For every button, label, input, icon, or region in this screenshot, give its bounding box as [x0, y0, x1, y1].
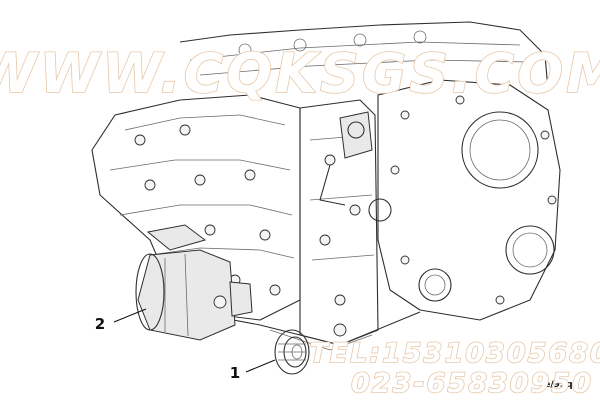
pulley — [274, 329, 310, 375]
leader-line-1 — [245, 359, 276, 373]
starter-motor — [135, 224, 253, 341]
leader-line-2 — [113, 308, 147, 323]
figure-code: e/95qi — [544, 380, 575, 390]
callout-number-1: 1 — [230, 364, 240, 382]
callout-number-2: 2 — [95, 315, 105, 333]
engine-block — [91, 21, 561, 351]
watermark-url: WWW.CQKSGS.COM — [0, 42, 600, 105]
watermark-phone: 023-65830950 — [351, 368, 593, 399]
watermark-tel: TEL:15310305680 — [309, 338, 600, 369]
